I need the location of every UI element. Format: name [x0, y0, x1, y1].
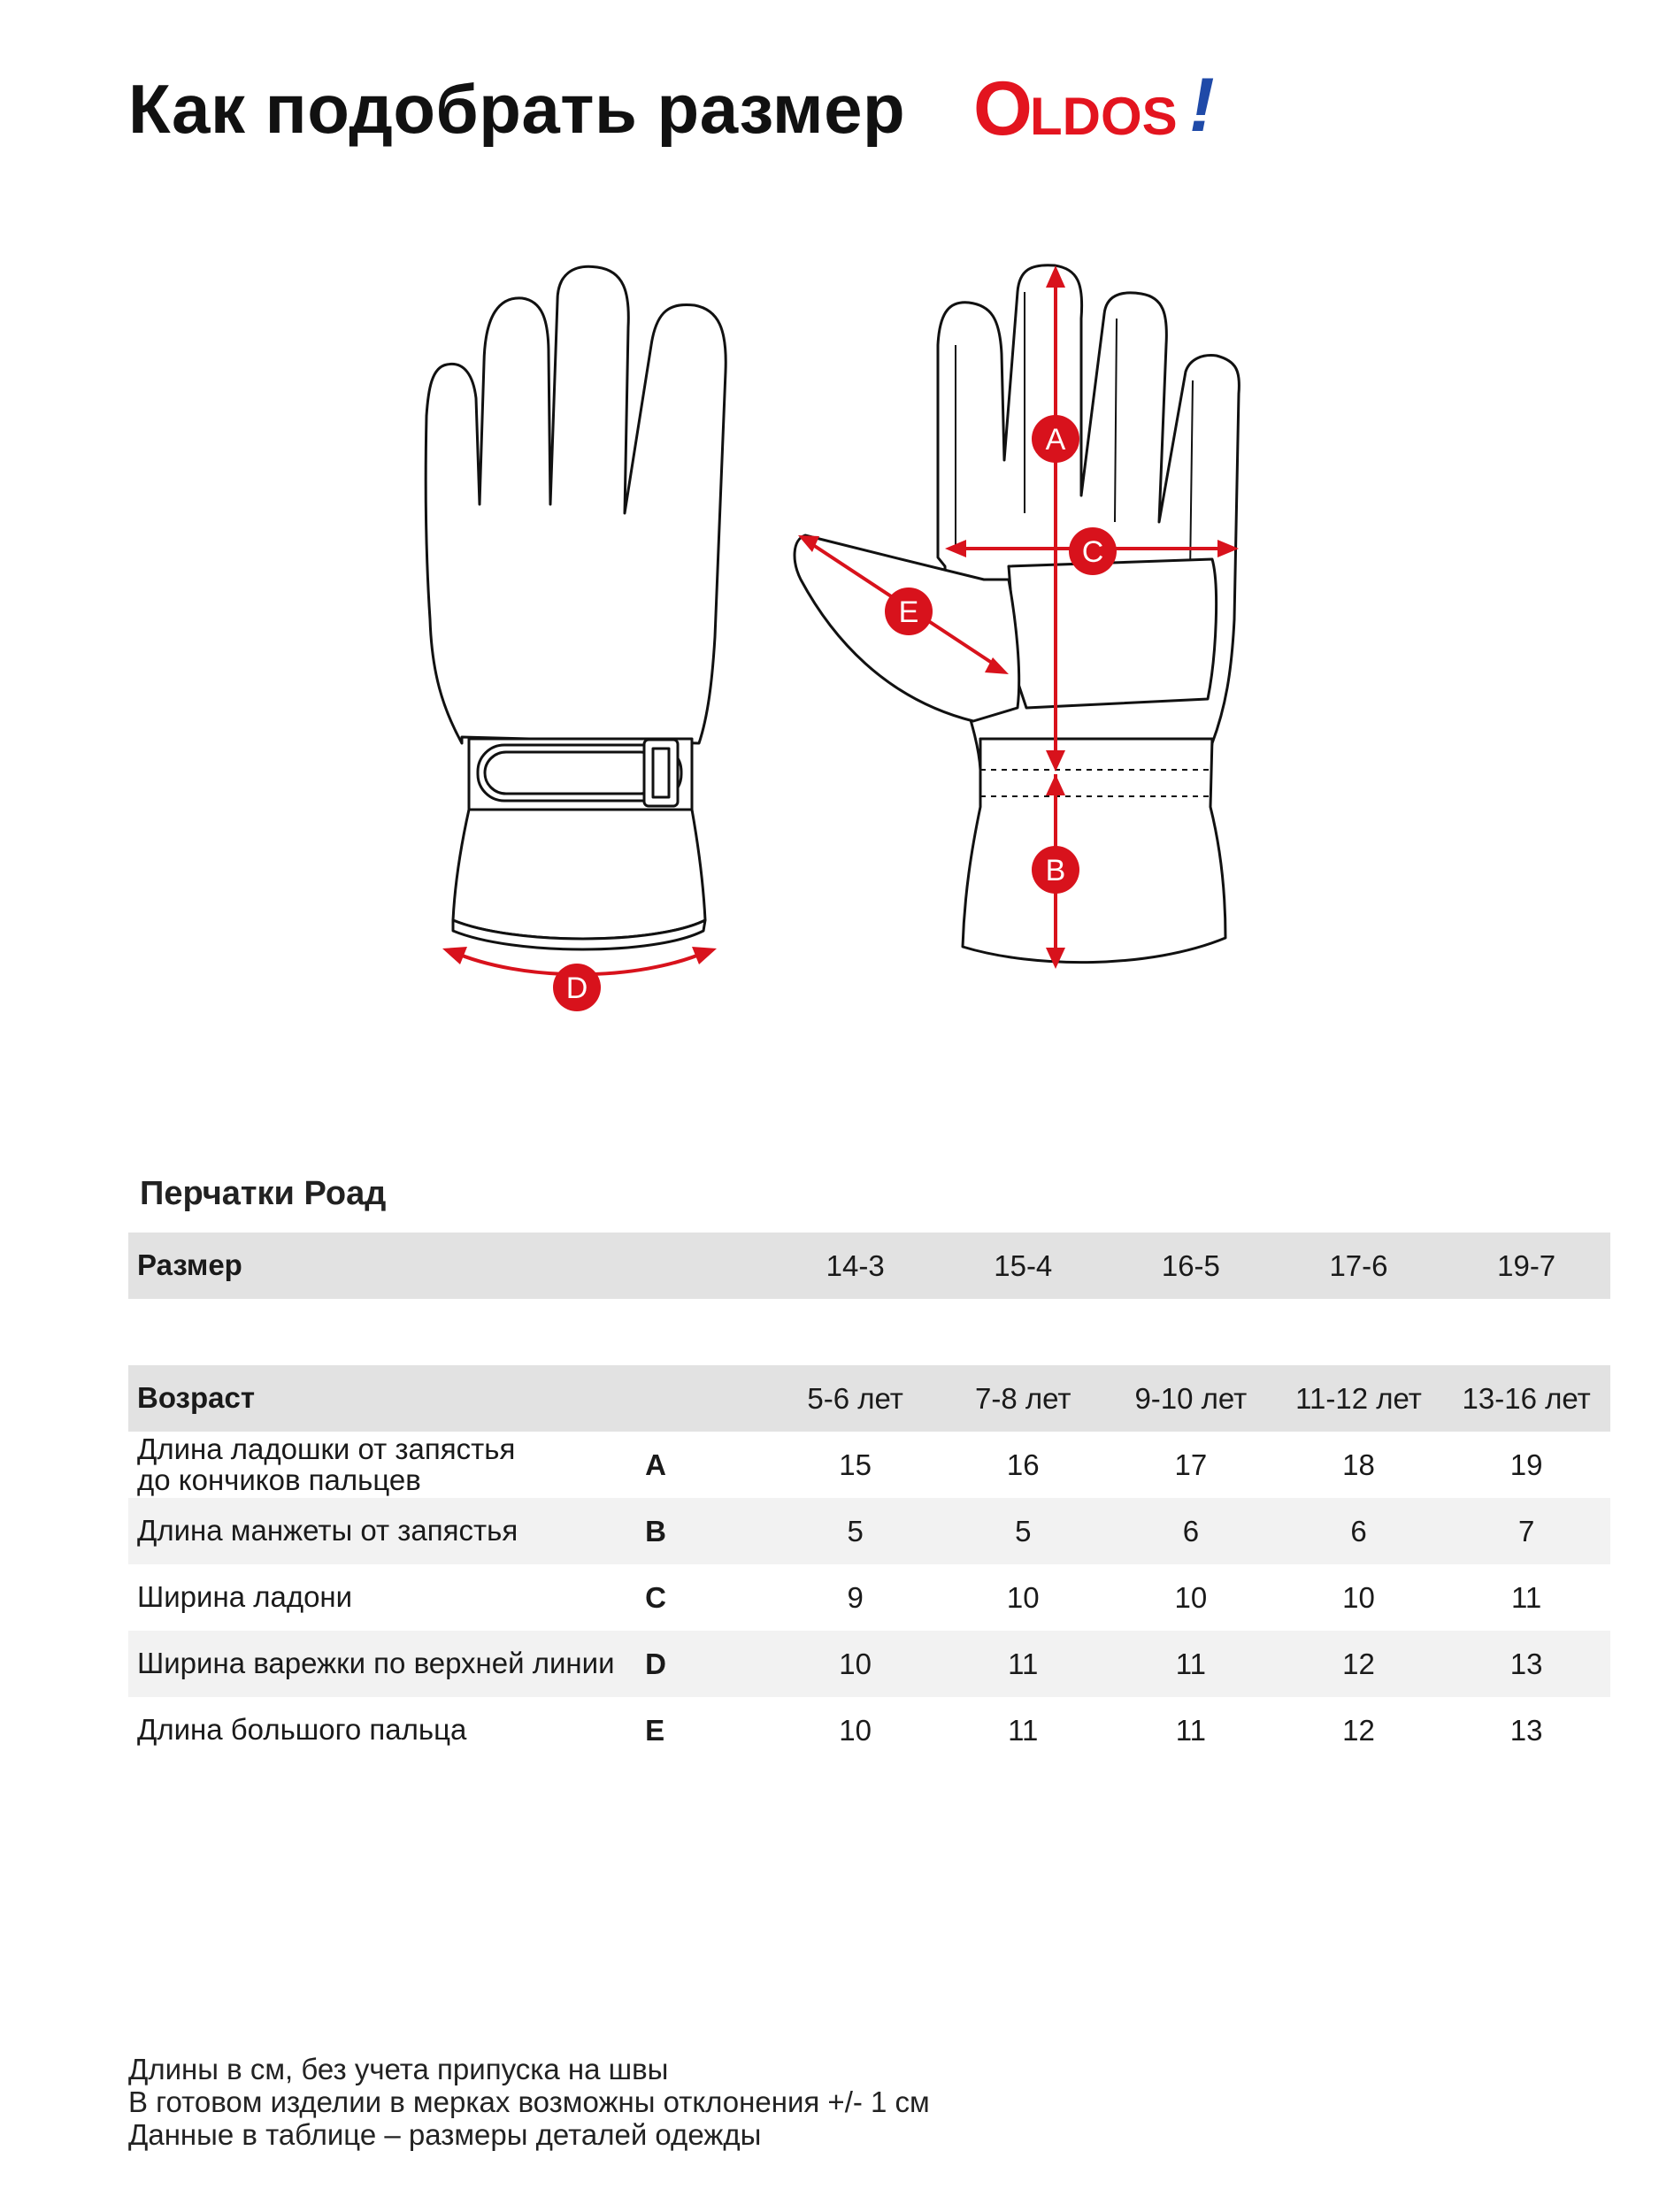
row-code: C [645, 1580, 666, 1614]
row-label-line2: до кончиков пальцев [137, 1463, 421, 1496]
age-cell: 9-10 лет [1107, 1365, 1275, 1432]
row-code: D [645, 1631, 772, 1697]
table-cell: 7 [1442, 1498, 1610, 1564]
marker-e [885, 588, 933, 635]
page-title: Как подобрать размер [128, 70, 906, 148]
marker-d [553, 964, 601, 1011]
svg-text:O: O [973, 66, 1033, 151]
svg-text:LDOS: LDOS [1030, 87, 1178, 146]
marker-c [1069, 527, 1117, 575]
row-code: B [645, 1498, 772, 1564]
table-cell: 11 [1175, 1713, 1207, 1747]
size-cell: 16-5 [1107, 1233, 1275, 1299]
svg-text:!: ! [1189, 64, 1215, 148]
svg-text:C: C [1082, 535, 1104, 569]
age-cell: 7-8 лет [939, 1365, 1108, 1432]
row-label: Длина ладошки от запястья [137, 1432, 516, 1465]
size-label: Размер [128, 1233, 646, 1299]
size-cell: 14-3 [771, 1233, 940, 1299]
table-cell: 13 [1509, 1713, 1543, 1747]
table-cell: 10 [839, 1713, 872, 1747]
row-label: Ширина ладони [137, 1580, 353, 1614]
svg-text:D: D [566, 972, 588, 1005]
marker-a [1032, 415, 1079, 463]
table-cell: 11 [939, 1631, 1108, 1697]
table-cell: 11 [1107, 1631, 1275, 1697]
footnotes: Длины в см, без учета припуска на швы В … [128, 2053, 930, 2151]
table-cell: 6 [1274, 1498, 1443, 1564]
table-row: Длина большого пальца E 10 11 11 12 13 [128, 1697, 1610, 1763]
table-cell: 10 [1006, 1580, 1040, 1614]
marker-b [1032, 846, 1079, 894]
glove-back-outline [424, 265, 727, 745]
table-cell: 11 [1511, 1580, 1542, 1614]
table-cell: 10 [1342, 1580, 1375, 1614]
table-row: Ширина ладони C 9 10 10 10 11 [128, 1564, 1610, 1631]
product-title: Перчатки Роад [140, 1175, 387, 1212]
table-cell: 12 [1274, 1631, 1443, 1697]
table-cell: 12 [1342, 1713, 1375, 1747]
table-row: Длина манжеты от запястья B 5 5 6 6 7 [128, 1498, 1610, 1564]
table-cell: 6 [1107, 1498, 1275, 1564]
row-label: Длина манжеты от запястья [128, 1498, 646, 1564]
glove-back-cuff [451, 808, 707, 941]
footnote-line: Длины в см, без учета припуска на швы [128, 2053, 669, 2085]
table-cell: 5 [771, 1498, 940, 1564]
table-cell: 16 [1006, 1448, 1040, 1481]
table-cell: 13 [1442, 1631, 1610, 1697]
glove-measurement-diagram: A B C D E [424, 264, 1240, 1011]
glove-palm-pad [1007, 557, 1218, 710]
age-cell: 11-12 лет [1274, 1365, 1443, 1432]
age-header-row: Возраст 5-6 лет 7-8 лет 9-10 лет 11-12 л… [128, 1365, 1610, 1432]
age-label: Возраст [128, 1365, 646, 1432]
size-cell: 19-7 [1442, 1233, 1610, 1299]
size-table: Размер 14-3 15-4 16-5 17-6 19-7 Возраст … [128, 1233, 1610, 1763]
row-code: E [645, 1713, 665, 1747]
footnote-line: Данные в таблице – размеры деталей одежд… [128, 2118, 762, 2151]
size-header-row: Размер 14-3 15-4 16-5 17-6 19-7 [128, 1233, 1610, 1299]
footnote-line: В готовом изделии в мерках возможны откл… [128, 2085, 930, 2118]
glove-palm-cuff [961, 737, 1227, 964]
table-cell: 5 [939, 1498, 1108, 1564]
age-cell: 13-16 лет [1442, 1365, 1610, 1432]
table-cell: 10 [771, 1631, 940, 1697]
size-cell: 17-6 [1274, 1233, 1443, 1299]
row-label: Длина большого пальца [137, 1713, 467, 1747]
row-label: Ширина варежки по верхней линии [128, 1631, 646, 1697]
table-cell: 15 [839, 1448, 872, 1481]
size-cell: 15-4 [939, 1233, 1108, 1299]
table-row: Ширина варежки по верхней линии D 10 11 … [128, 1631, 1610, 1697]
table-cell: 17 [1174, 1448, 1208, 1481]
table-cell: 11 [1008, 1713, 1039, 1747]
svg-text:A: A [1046, 423, 1066, 457]
oldos-logo: O LDOS ! [973, 64, 1215, 151]
age-cell: 5-6 лет [771, 1365, 940, 1432]
table-cell: 18 [1342, 1448, 1375, 1481]
svg-text:B: B [1046, 854, 1066, 887]
table-cell: 10 [1174, 1580, 1208, 1614]
svg-text:E: E [899, 595, 919, 629]
row-code: A [645, 1448, 666, 1481]
table-cell: 9 [847, 1580, 864, 1614]
table-cell: 19 [1509, 1448, 1543, 1481]
